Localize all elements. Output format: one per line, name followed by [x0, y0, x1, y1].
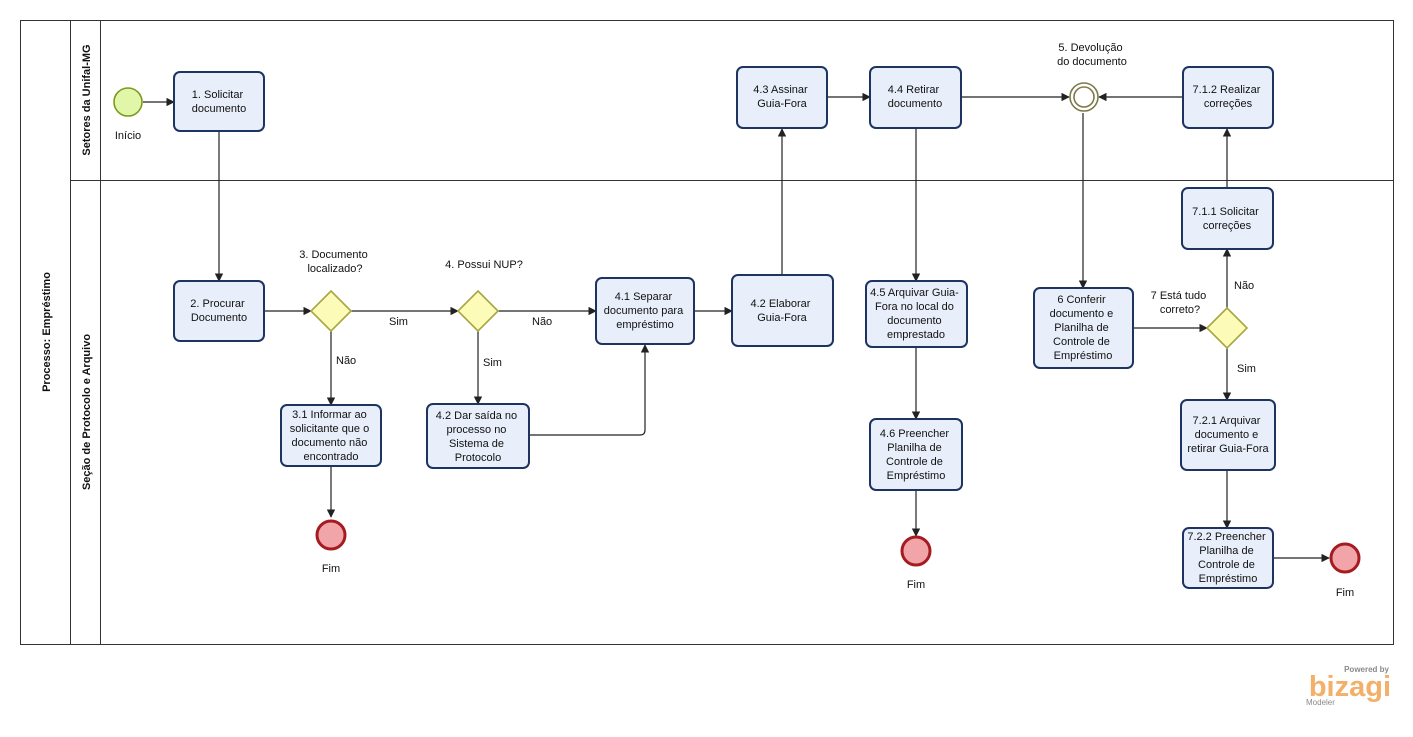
end-event-3-label: Fim — [1336, 587, 1354, 599]
flow-label-g4-no: Não — [532, 316, 552, 328]
task-solicitar-correcoes[interactable]: 7.1.1 Solicitar correções — [1181, 187, 1274, 250]
task-elaborar-guia-fora[interactable]: 4.2 Elaborar Guia-Fora — [731, 274, 834, 347]
end-event-3[interactable] — [1329, 542, 1361, 574]
svg-text:2. Procurar Documento: 2. Procurar Documento — [190, 298, 247, 324]
svg-text:4.4 Retirar documento: 4.4 Retirar documento — [888, 84, 942, 110]
gateway-documento-localizado-label: 3. Documento localizado? — [299, 249, 371, 275]
logo-modeler: Modeler — [1306, 698, 1335, 707]
svg-text:7.2.1 Arquivar documento: 7.2.1 Arquivar documento e retirar Guia-… — [1187, 415, 1269, 455]
intermediate-event-devolucao[interactable] — [1069, 82, 1099, 112]
svg-text:3.1 Informar ao solicita: 3.1 Informar ao solicitante que o docume… — [290, 409, 373, 463]
flow-label-g4-yes: Sim — [483, 357, 502, 369]
pool-title: Processo: Empréstimo — [41, 272, 53, 392]
task-arquivar-documento[interactable]: 7.2.1 Arquivar documento e retirar Guia-… — [1180, 399, 1276, 471]
sequence-flows — [143, 92, 1330, 563]
bizagi-logo: Powered by bizagi Modeler — [1306, 665, 1391, 707]
svg-text:1. Solicitar documento: 1. Solicitar documento — [192, 89, 246, 115]
gateway-possui-nup-label: 4. Possui NUP? — [445, 259, 523, 271]
end-event-2-label: Fim — [907, 579, 925, 591]
task-conferir-documento[interactable]: 6 Conferir documento e Planilha de Contr… — [1033, 287, 1134, 369]
gateway-esta-tudo-correto[interactable] — [1205, 306, 1249, 350]
svg-text:4.5 Arquivar Guia- Fora: 4.5 Arquivar Guia- Fora no local do docu… — [870, 287, 962, 341]
pool: Processo: Empréstimo Setores da Unifal-M… — [20, 20, 1394, 645]
svg-text:4.2 Elaborar Guia-Fora: 4.2 Elaborar Guia-Fora — [751, 298, 814, 324]
flow-label-g3-no: Não — [336, 355, 356, 367]
logo-brand: bizagi — [1309, 671, 1391, 703]
task-informar-solicitante[interactable]: 3.1 Informar ao solicitante que o docume… — [280, 404, 382, 467]
task-dar-saida-processo[interactable]: 4.2 Dar saída no processo no Sistema de … — [426, 403, 530, 469]
start-event-label: Início — [115, 130, 141, 142]
end-event-2[interactable] — [900, 535, 932, 567]
gateway-documento-localizado[interactable] — [309, 289, 353, 333]
svg-text:4.6 Preencher Planilha d: 4.6 Preencher Planilha de Controle de Em… — [880, 428, 952, 482]
svg-text:6 Conferir documento e: 6 Conferir documento e Planilha de Contr… — [1050, 294, 1117, 362]
svg-text:4.2 Dar saída no process: 4.2 Dar saída no processo no Sistema de … — [436, 410, 520, 464]
task-arquivar-guia-fora[interactable]: 4.5 Arquivar Guia- Fora no local do docu… — [865, 280, 968, 348]
end-event-1-label: Fim — [322, 563, 340, 575]
flow-label-g7-no: Não — [1234, 280, 1254, 292]
lane-title-setores: Setores da Unifal-MG — [81, 44, 93, 155]
task-solicitar-documento[interactable]: 1. Solicitar documento — [173, 71, 265, 132]
svg-text:7.1.2 Realizar correções: 7.1.2 Realizar correções — [1193, 84, 1264, 110]
intermediate-event-label: 5. Devolução do documento — [1057, 42, 1127, 68]
task-separar-documento[interactable]: 4.1 Separar documento para empréstimo — [595, 277, 695, 345]
task-preencher-planilha-2[interactable]: 7.2.2 Preencher Planilha de Controle de … — [1182, 527, 1274, 589]
end-event-1[interactable] — [315, 519, 347, 551]
logo-powered-by: Powered by — [1344, 665, 1389, 674]
gateway-possui-nup[interactable] — [456, 289, 500, 333]
task-preencher-planilha-1[interactable]: 4.6 Preencher Planilha de Controle de Em… — [869, 418, 963, 491]
task-realizar-correcoes[interactable]: 7.1.2 Realizar correções — [1182, 66, 1274, 129]
start-event[interactable] — [113, 87, 143, 117]
svg-text:4.1 Separar documento pa: 4.1 Separar documento para empréstimo — [604, 291, 687, 331]
task-procurar-documento[interactable]: 2. Procurar Documento — [173, 280, 265, 342]
gateway-esta-tudo-correto-label: 7 Está tudo correto? — [1151, 290, 1210, 316]
flow-label-g7-yes: Sim — [1237, 363, 1256, 375]
task-retirar-documento[interactable]: 4.4 Retirar documento — [869, 66, 962, 129]
lane-title-protocolo: Seção de Protocolo e Arquivo — [81, 334, 93, 490]
flow-label-g3-yes: Sim — [389, 316, 408, 328]
svg-text:7.2.2 Preencher Planilha: 7.2.2 Preencher Planilha de Controle de … — [1187, 531, 1268, 585]
svg-text:7.1.1 Solicitar correçõe: 7.1.1 Solicitar correções — [1192, 206, 1262, 232]
task-assinar-guia-fora[interactable]: 4.3 Assinar Guia-Fora — [736, 66, 828, 129]
svg-text:4.3 Assinar Guia-Fora: 4.3 Assinar Guia-Fora — [753, 84, 810, 110]
